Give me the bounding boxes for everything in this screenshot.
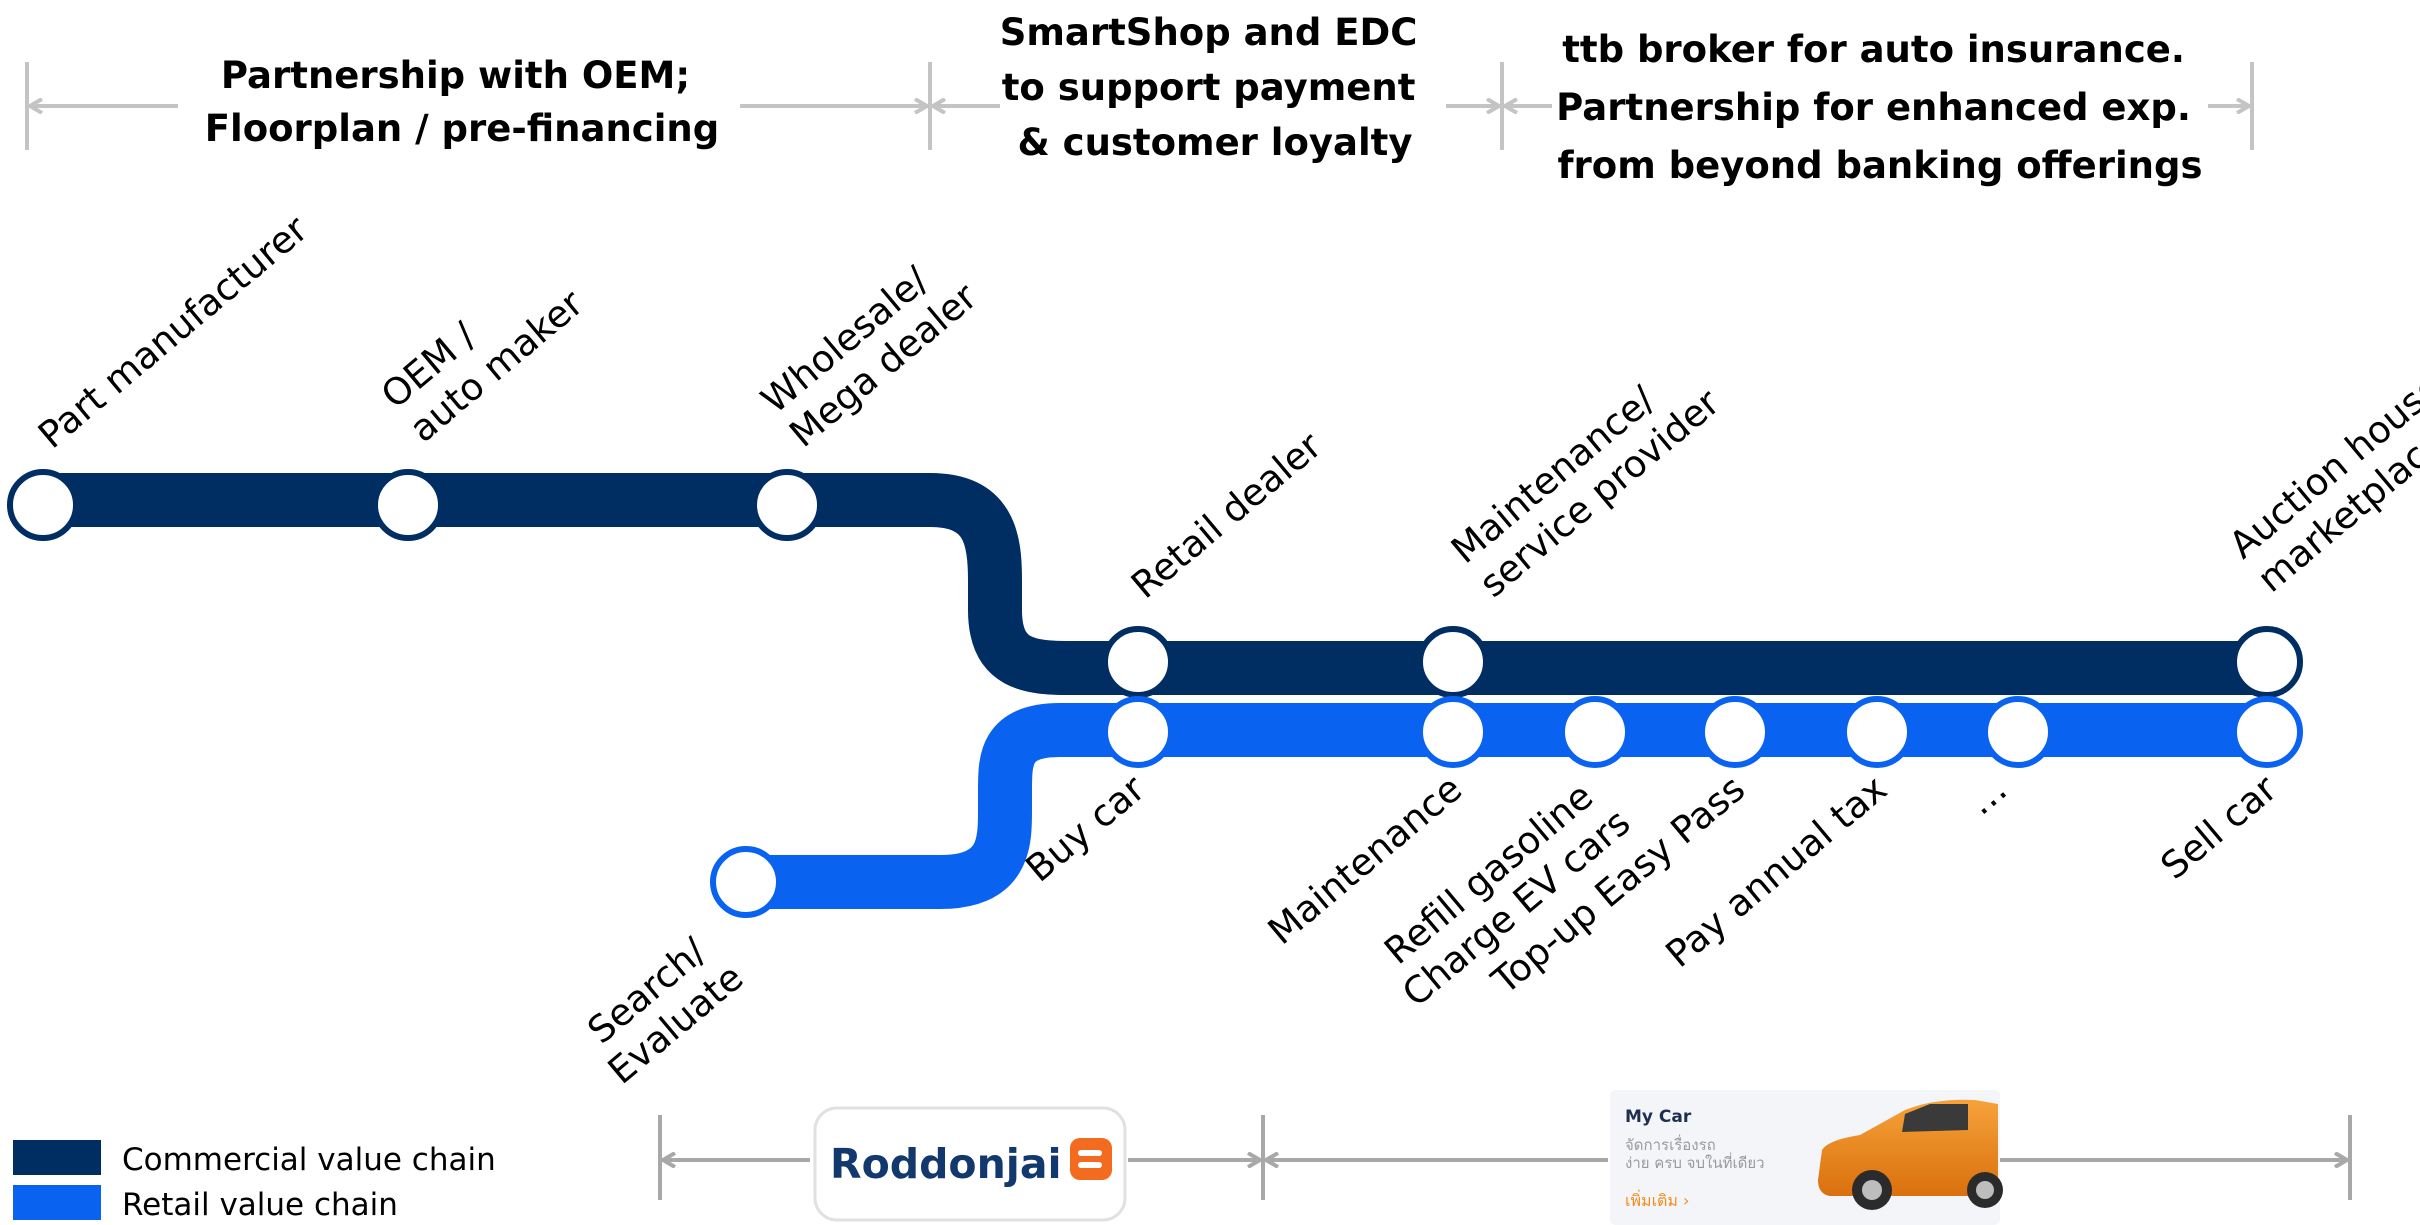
station-ellipsis — [1982, 696, 2054, 768]
header-smartshop-line-2: to support payment — [1002, 66, 1416, 109]
mycar-line-2: ง่าย ครบ จบในที่เดียว — [1625, 1152, 1765, 1172]
header-insurance: ttb broker for auto insurance. Partnersh… — [1556, 28, 2204, 187]
station-retail-dealer — [1102, 626, 1174, 698]
commercial-stations — [7, 469, 2303, 698]
header-insurance-line-1: ttb broker for auto insurance. — [1562, 28, 2185, 71]
station-maintenance-provider — [1417, 626, 1489, 698]
header-insurance-line-2: Partnership for enhanced exp. — [1556, 86, 2191, 129]
mycar-line-1: จัดการเรื่องรถ — [1625, 1134, 1716, 1154]
mycar-more-link: เพิ่มเติม › — [1625, 1189, 1689, 1210]
station-sell-car — [2231, 696, 2303, 768]
roddonjai-logo: Roddonjai — [813, 1106, 1127, 1222]
legend-label-commercial: Commercial value chain — [122, 1142, 496, 1178]
mycar-title: My Car — [1625, 1107, 1692, 1127]
label-wholesale: Wholesale/ Mega dealer — [753, 241, 986, 456]
roddonjai-car-icon — [1070, 1138, 1112, 1180]
header-brackets — [25, 62, 2254, 150]
label-ellipsis: … — [1959, 767, 2015, 824]
header-insurance-line-3: from beyond banking offerings — [1557, 144, 2202, 187]
station-refill — [1559, 696, 1631, 768]
label-auction-house: Auction house/ marketplace — [2221, 349, 2420, 600]
label-sell-car: Sell car — [2153, 766, 2286, 887]
label-buy-car: Buy car — [1018, 766, 1154, 890]
station-search — [710, 846, 782, 918]
label-part-manufacturer: Part manufacturer — [30, 207, 316, 457]
legend-swatch-commercial — [13, 1140, 101, 1175]
header-smartshop-line-3: & customer loyalty — [1017, 121, 1412, 164]
roddonjai-wordmark: Roddonjai — [830, 1140, 1062, 1188]
header-smartshop: SmartShop and EDC to support payment & c… — [1000, 11, 1431, 164]
mycar-card: My Car จัดการเรื่องรถ ง่าย ครบ จบในที่เด… — [1610, 1090, 2003, 1225]
label-retail-dealer: Retail dealer — [1123, 423, 1330, 607]
retail-stations — [710, 696, 2303, 918]
station-oem — [372, 469, 444, 541]
station-part-manufacturer — [7, 469, 79, 541]
station-easy-pass — [1699, 696, 1771, 768]
station-auction-house — [2231, 626, 2303, 698]
station-annual-tax — [1841, 696, 1913, 768]
label-oem: OEM / auto maker — [373, 247, 592, 450]
header-oem-line-2: Floorplan / pre-financing — [205, 107, 720, 150]
label-maintenance-provider: Maintenance/ service provider — [1443, 347, 1728, 606]
label-search: Search/ Evaluate — [572, 922, 752, 1093]
station-buy-car — [1102, 696, 1174, 768]
legend-swatch-retail — [13, 1185, 101, 1220]
retail-line — [745, 703, 2270, 909]
header-smartshop-line-1: SmartShop and EDC — [1000, 11, 1418, 54]
station-maintenance — [1417, 696, 1489, 768]
commercial-line — [40, 473, 2270, 695]
header-oem: Partnership with OEM; Floorplan / pre-fi… — [205, 54, 720, 150]
legend-label-retail: Retail value chain — [122, 1187, 398, 1223]
bottom-brackets — [658, 1115, 2352, 1200]
header-oem-line-1: Partnership with OEM; — [221, 54, 690, 97]
orange-car-image — [1818, 1099, 2003, 1210]
station-wholesale — [751, 469, 823, 541]
legend: Commercial value chain Retail value chai… — [13, 1140, 496, 1223]
